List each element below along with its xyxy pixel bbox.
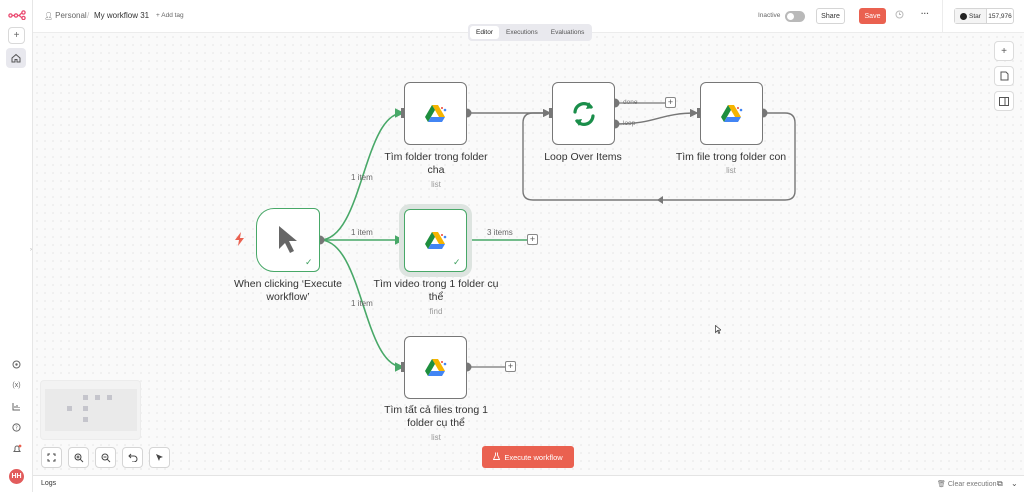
connections-layer (315, 98, 796, 372)
tab-evaluations[interactable]: Evaluations (550, 29, 585, 36)
edge-label-loop: loop (623, 120, 636, 127)
edge-label: 1 item (351, 173, 373, 182)
more-options-icon[interactable]: ··· (921, 9, 929, 18)
fit-view-icon[interactable] (41, 447, 62, 468)
add-node-button[interactable]: + (665, 97, 676, 108)
notifications-bell-icon[interactable] (8, 440, 25, 457)
github-star-button[interactable]: Star 157,976 (954, 8, 1014, 24)
workflow-name[interactable]: My workflow 31 (94, 11, 150, 20)
undo-icon[interactable] (122, 447, 143, 468)
trigger-lightning-icon (234, 232, 245, 251)
edge-label: 1 item (351, 299, 373, 308)
node-label: Tìm folder trong folder cha (384, 151, 488, 176)
edge-trigger-files (319, 239, 405, 372)
trash-icon: 🗑︎ (937, 481, 946, 488)
zoom-out-icon[interactable] (95, 447, 116, 468)
edge-loop-file-con (614, 108, 699, 125)
add-node-panel-button[interactable]: + (994, 41, 1014, 61)
edge-trigger-folder-cha (319, 108, 405, 241)
cursor-pointer-icon (277, 225, 299, 260)
edge-label: 1 item (351, 228, 373, 237)
variables-icon[interactable]: (x) (12, 382, 21, 389)
pointer-tool-icon[interactable] (149, 447, 170, 468)
loop-refresh-icon (570, 100, 598, 133)
view-tabs: Editor Executions Evaluations (468, 24, 593, 41)
minimap[interactable] (40, 380, 141, 440)
node-google-drive-folder-cha[interactable] (404, 82, 467, 145)
success-check-icon: ✓ (453, 257, 461, 267)
breadcrumb-project[interactable]: 👤︎ Personal (44, 11, 87, 20)
insights-chart-icon[interactable] (8, 398, 25, 415)
user-avatar[interactable]: HH (9, 469, 24, 484)
clear-execution-button[interactable]: 🗑︎ Clear execution (937, 481, 997, 488)
node-google-drive-file-con[interactable] (700, 82, 763, 145)
google-drive-icon (424, 231, 448, 256)
tab-executions[interactable]: Executions (505, 29, 538, 36)
breadcrumb-separator: / (87, 11, 90, 20)
sticky-note-icon[interactable] (994, 66, 1014, 86)
sidebar-collapse-icon[interactable]: › (30, 247, 32, 253)
logs-label: Logs (41, 480, 57, 487)
user-icon: 👤︎ (44, 13, 53, 20)
github-icon (960, 12, 968, 20)
popout-icon[interactable]: ⧉ (997, 479, 1003, 488)
edge-label: 3 items (487, 228, 513, 237)
header-divider (942, 0, 943, 33)
add-node-button[interactable]: + (527, 234, 538, 245)
left-sidebar: + (x) ? HH (0, 0, 33, 492)
home-icon[interactable] (6, 48, 26, 68)
tab-editor[interactable]: Editor (470, 26, 499, 39)
github-star-count: 157,976 (988, 12, 1012, 20)
node-loop-over-items[interactable] (552, 82, 615, 145)
success-check-icon: ✓ (305, 257, 313, 267)
add-button[interactable]: + (8, 27, 25, 44)
node-label: Loop Over Items (544, 151, 622, 163)
active-toggle[interactable] (785, 11, 805, 22)
add-tag-link[interactable]: + Add tag (156, 12, 184, 19)
save-button[interactable]: Save (859, 8, 886, 24)
toggle-panel-icon[interactable] (994, 91, 1014, 111)
node-label: Tìm file trong folder con (675, 151, 787, 163)
node-label: Tìm tất cả files trong 1 folder cụ thể (384, 404, 488, 429)
google-drive-icon (424, 104, 448, 129)
node-manual-trigger[interactable]: ✓ (256, 208, 320, 272)
templates-icon[interactable] (8, 356, 25, 373)
node-google-drive-files[interactable] (404, 336, 467, 399)
node-label: When clicking ‘Execute workflow’ (234, 278, 342, 303)
execute-workflow-button[interactable]: Execute workflow (482, 446, 574, 468)
node-google-drive-video[interactable]: ✓ (404, 209, 467, 272)
edge-label-done: done (623, 99, 638, 106)
google-drive-icon (424, 358, 448, 383)
svg-text:?: ? (15, 426, 18, 432)
logs-bar[interactable]: Logs 🗑︎ Clear execution ⧉ ⌄ (33, 475, 1024, 492)
node-subtitle: list (431, 180, 441, 189)
node-subtitle: find (429, 307, 443, 316)
active-status-label: Inactive (758, 12, 781, 19)
add-node-button[interactable]: + (505, 361, 516, 372)
share-button[interactable]: Share (816, 8, 845, 24)
flask-icon (493, 452, 501, 462)
node-subtitle: list (726, 166, 736, 175)
n8n-logo-icon[interactable] (6, 6, 27, 23)
mouse-cursor-icon (715, 321, 723, 339)
google-drive-icon (720, 104, 744, 129)
workflow-canvas[interactable]: ✓ When clicking ‘Execute workflow’ Tìm f… (33, 33, 1024, 475)
node-subtitle: list (431, 433, 441, 442)
history-icon[interactable] (895, 10, 904, 21)
zoom-in-icon[interactable] (68, 447, 89, 468)
chevron-down-icon[interactable]: ⌄ (1011, 479, 1018, 488)
node-label: Tìm video trong 1 folder cụ thể (373, 278, 499, 303)
help-icon[interactable]: ? (8, 419, 25, 436)
